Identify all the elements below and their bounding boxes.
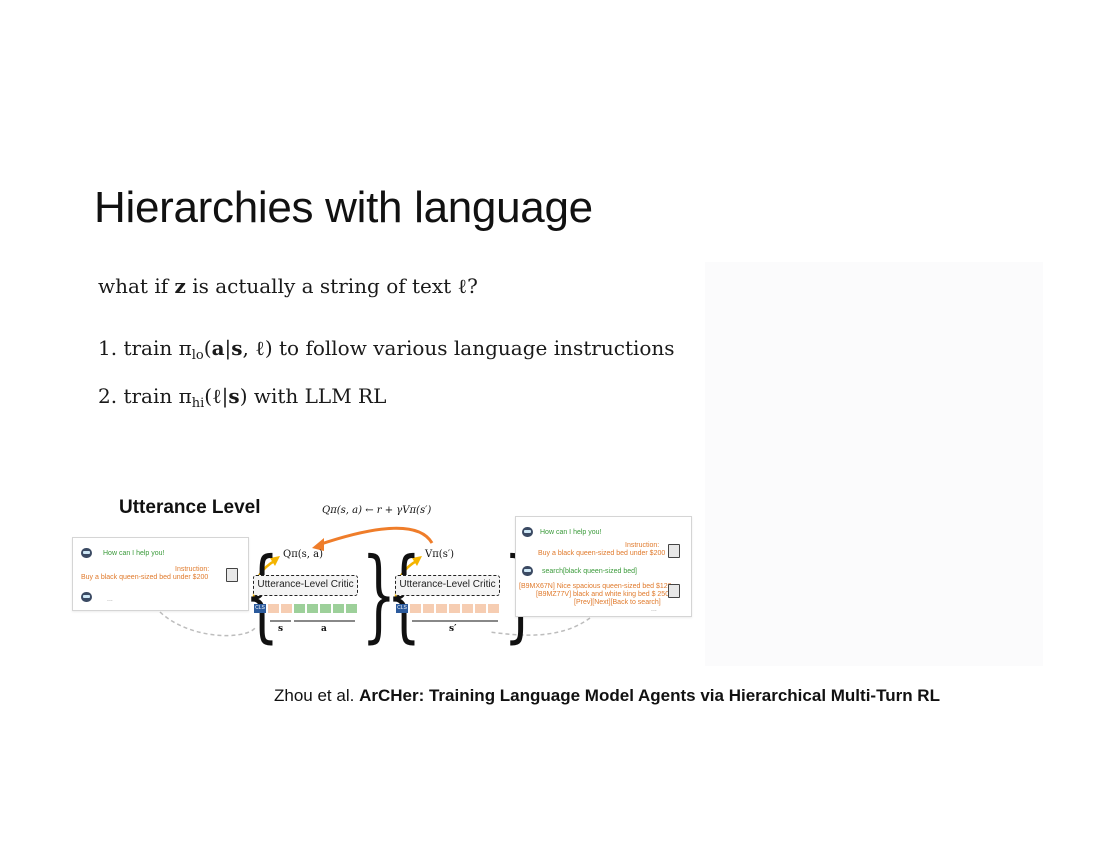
robot-icon: [522, 527, 533, 537]
item1-sub: lo: [191, 348, 204, 363]
slide-title: Hierarchies with language: [94, 183, 593, 232]
citation-authors: Zhou et al.: [274, 686, 355, 705]
dim-label-s-prime: s′: [449, 624, 457, 634]
q-update-equation: Qπ(s, a) ← r + γVπ(s′): [322, 505, 432, 516]
robot-icon: [81, 548, 92, 558]
dashed-link-left: [159, 611, 256, 637]
yellow-arrowhead-left: [270, 556, 280, 566]
action-token: [294, 604, 305, 613]
computer-icon: [668, 584, 680, 598]
right-instruction-label: Instruction:: [625, 542, 660, 549]
right-dialogue-card: How can I help you! Instruction: Buy a b…: [515, 516, 692, 617]
question-z: z: [174, 274, 186, 298]
left-ellipsis: ...: [107, 596, 113, 603]
state-token: [410, 604, 421, 613]
computer-icon: [226, 568, 238, 582]
item2-rest: (ℓ|: [204, 384, 229, 408]
cls-token: CLS: [254, 604, 266, 613]
cls-token: CLS: [396, 604, 408, 613]
list-number: 2.: [98, 384, 118, 408]
orange-update-arrow: [317, 526, 434, 547]
question-pre: what if: [98, 274, 175, 298]
item2-post: ) with LLM RL: [239, 384, 387, 408]
dim-label-s: s: [278, 624, 284, 634]
search-action: search[black queen-sized bed]: [542, 568, 637, 575]
state-token: [462, 604, 473, 613]
question-line: what if z is actually a string of text ℓ…: [98, 274, 478, 299]
dashed-link-right: [489, 617, 591, 636]
utterance-critic-q: Utterance-Level Critic: [253, 575, 358, 596]
utterance-level-label: Utterance Level: [119, 497, 261, 518]
dim-label-a: a: [321, 624, 327, 634]
item1-a: a: [211, 336, 225, 360]
placeholder-panel: [705, 262, 1043, 666]
left-instruction: Buy a black queen-sized bed under $200: [81, 574, 209, 581]
state-token: [475, 604, 486, 613]
item2-pre: train π: [117, 384, 192, 408]
robot-icon: [81, 592, 92, 602]
state-token: [449, 604, 460, 613]
search-result-2: [B9MZ77V] black and white king bed $ 250: [536, 591, 670, 598]
action-token: [333, 604, 344, 613]
citation: Zhou et al. ArCHer: Training Language Mo…: [274, 686, 940, 706]
action-token: [307, 604, 318, 613]
left-dialogue-card: How can I help you! Instruction: Buy a b…: [72, 537, 249, 611]
list-number: 1.: [98, 336, 118, 360]
right-ellipsis: ...: [651, 606, 657, 613]
robot-icon: [522, 566, 533, 576]
citation-title: ArCHer: Training Language Model Agents v…: [359, 686, 940, 705]
state-token: [281, 604, 292, 613]
item2-s: s: [228, 384, 240, 408]
list-item-1: 1. train πlo(a|s, ℓ) to follow various l…: [98, 336, 675, 363]
right-bracket-q: }: [361, 536, 397, 653]
orange-arrowhead: [312, 538, 324, 551]
item1-bar: |: [224, 336, 232, 360]
action-token: [346, 604, 357, 613]
yellow-arrowhead-right: [412, 556, 422, 566]
state-token: [436, 604, 447, 613]
left-instruction-label: Instruction:: [175, 566, 210, 573]
item1-pre: train π: [117, 336, 192, 360]
item1-paren: (: [203, 336, 212, 360]
computer-icon: [668, 544, 680, 558]
right-greeting: How can I help you!: [540, 529, 602, 536]
search-result-1: [B9MX67N] Nice spacious queen-sized bed …: [519, 583, 672, 590]
item2-sub: hi: [191, 396, 205, 411]
state-token: [268, 604, 279, 613]
list-item-2: 2. train πhi(ℓ|s) with LLM RL: [98, 384, 386, 411]
item1-s: s: [231, 336, 243, 360]
state-token: [423, 604, 434, 613]
search-nav: [Prev][Next][Back to search]: [574, 599, 661, 606]
left-greeting: How can I help you!: [103, 550, 165, 557]
question-post: is actually a string of text ℓ?: [185, 274, 478, 298]
item1-rest: , ℓ) to follow various language instruct…: [242, 336, 675, 360]
v-function-label: Vπ(s′): [425, 549, 454, 560]
utterance-critic-v: Utterance-Level Critic: [395, 575, 500, 596]
right-instruction: Buy a black queen-sized bed under $200: [538, 550, 666, 557]
q-function-label: Qπ(s, a): [283, 549, 324, 560]
state-token: [488, 604, 499, 613]
action-token: [320, 604, 331, 613]
